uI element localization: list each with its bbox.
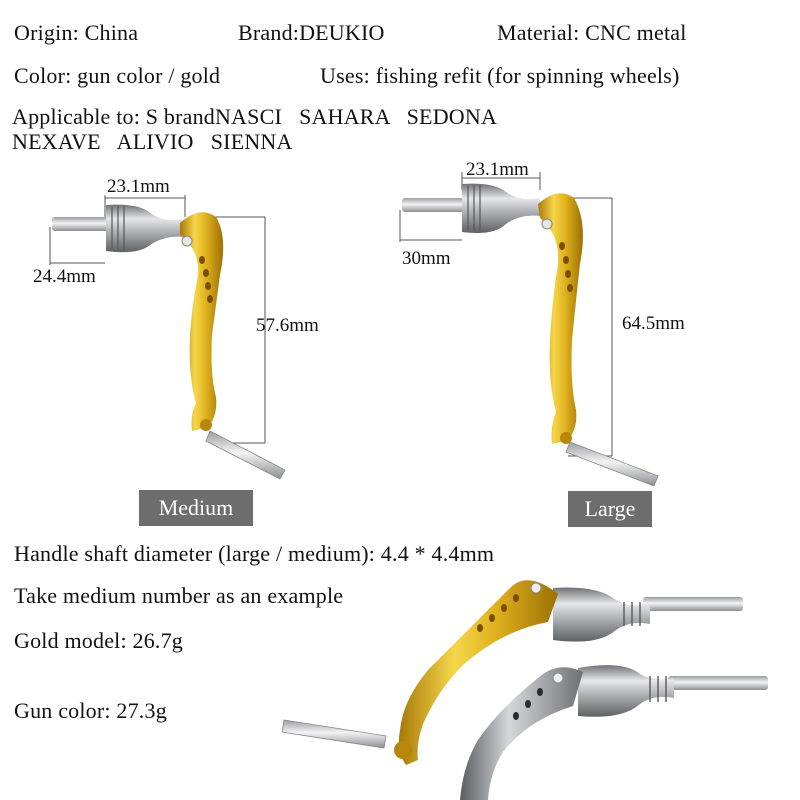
shaft-diameter-text: Handle shaft diameter (large / medium): … xyxy=(14,541,495,566)
color-text: Color: gun color / gold xyxy=(14,63,221,88)
material-text: Material: CNC metal xyxy=(497,20,687,45)
medium-handle-image xyxy=(49,195,286,480)
gold-weight-text: Gold model: 26.7g xyxy=(14,628,184,653)
gun-weight-text: Gun color: 27.3g xyxy=(14,698,167,723)
medium-knob-width-dim: 23.1mm xyxy=(107,176,170,197)
large-shaft-dim: 30mm xyxy=(402,248,451,269)
large-size-label: Large xyxy=(568,491,652,527)
applicable-text-line2: NEXAVE ALIVIO SIENNA xyxy=(12,129,293,154)
applicable-text-line1: Applicable to: S brandNASCI SAHARA SEDON… xyxy=(12,104,498,129)
medium-size-label: Medium xyxy=(139,490,253,526)
uses-text: Uses: fishing refit (for spinning wheels… xyxy=(320,63,680,88)
medium-shaft-dim: 24.4mm xyxy=(33,266,96,287)
handles-product-image xyxy=(281,580,768,800)
large-arm-height-dim: 64.5mm xyxy=(622,313,685,334)
brand-text: Brand:DEUKIO xyxy=(238,20,385,45)
example-note-text: Take medium number as an example xyxy=(14,583,344,608)
origin-text: Origin: China xyxy=(14,20,139,45)
large-knob-width-dim: 23.1mm xyxy=(466,159,529,180)
large-handle-image xyxy=(399,172,659,487)
medium-arm-height-dim: 57.6mm xyxy=(256,315,319,336)
